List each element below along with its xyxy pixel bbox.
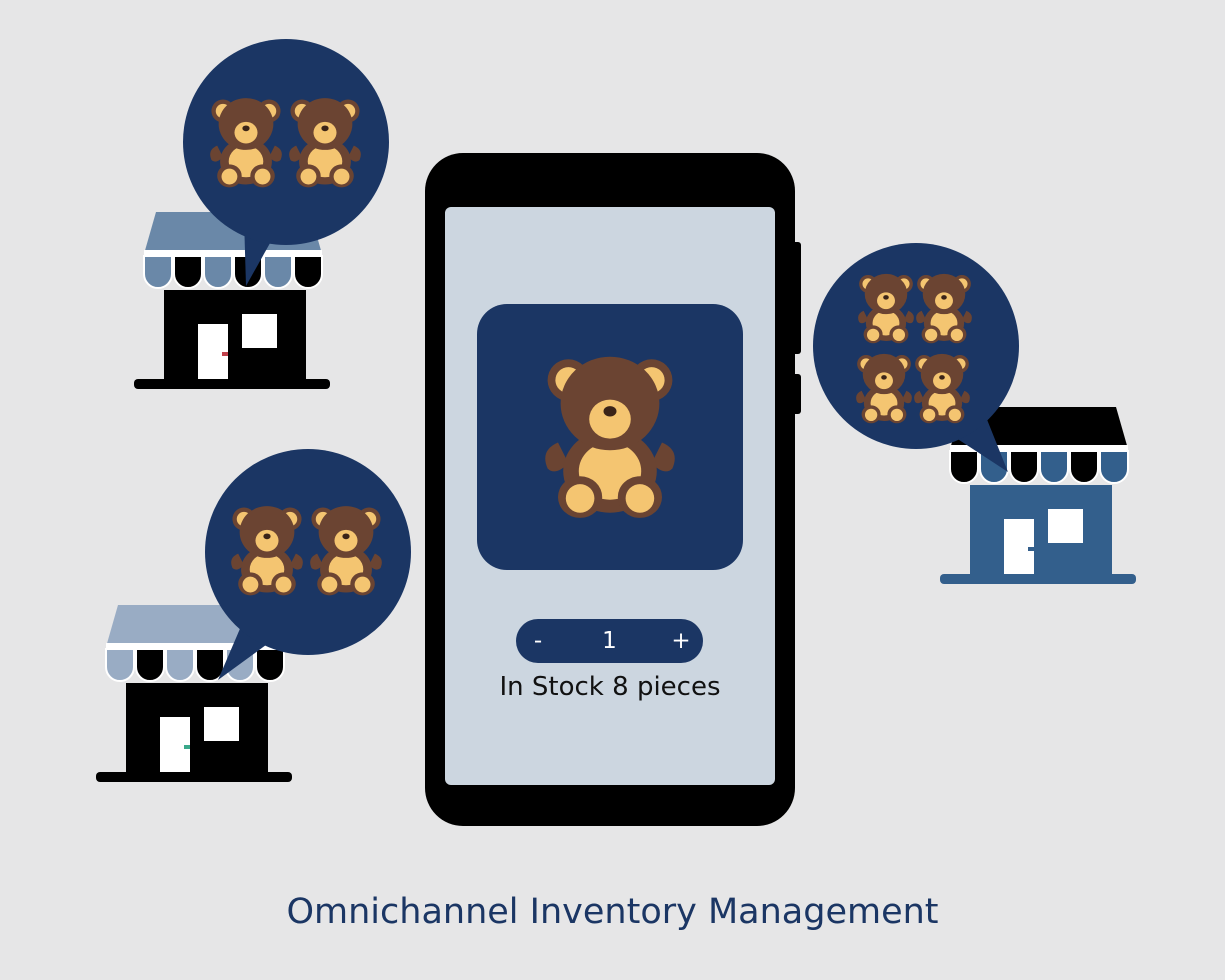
quantity-value: 1 xyxy=(602,628,617,654)
speech-bubble-store-3 xyxy=(813,243,1019,472)
speech-bubble-store-2 xyxy=(205,449,411,680)
decrement-button[interactable]: - xyxy=(518,619,558,663)
page-title: Omnichannel Inventory Management xyxy=(286,892,939,932)
smartphone: - 1 + In Stock 8 pieces xyxy=(425,153,795,826)
store-top-left-icon xyxy=(134,212,330,389)
stock-status-text: In Stock 8 pieces xyxy=(499,672,721,702)
phone-screen: - 1 + In Stock 8 pieces xyxy=(445,207,775,785)
phone-side-button xyxy=(793,374,801,414)
product-image-card[interactable] xyxy=(477,304,743,570)
store-bottom-left-icon xyxy=(96,605,292,782)
store-right-icon xyxy=(940,407,1136,584)
increment-button[interactable]: + xyxy=(661,619,701,663)
speech-bubble-store-1 xyxy=(183,39,389,286)
phone-side-button xyxy=(793,242,801,354)
teddy-bear-icon xyxy=(545,350,675,522)
quantity-stepper[interactable]: - 1 + xyxy=(516,619,703,663)
